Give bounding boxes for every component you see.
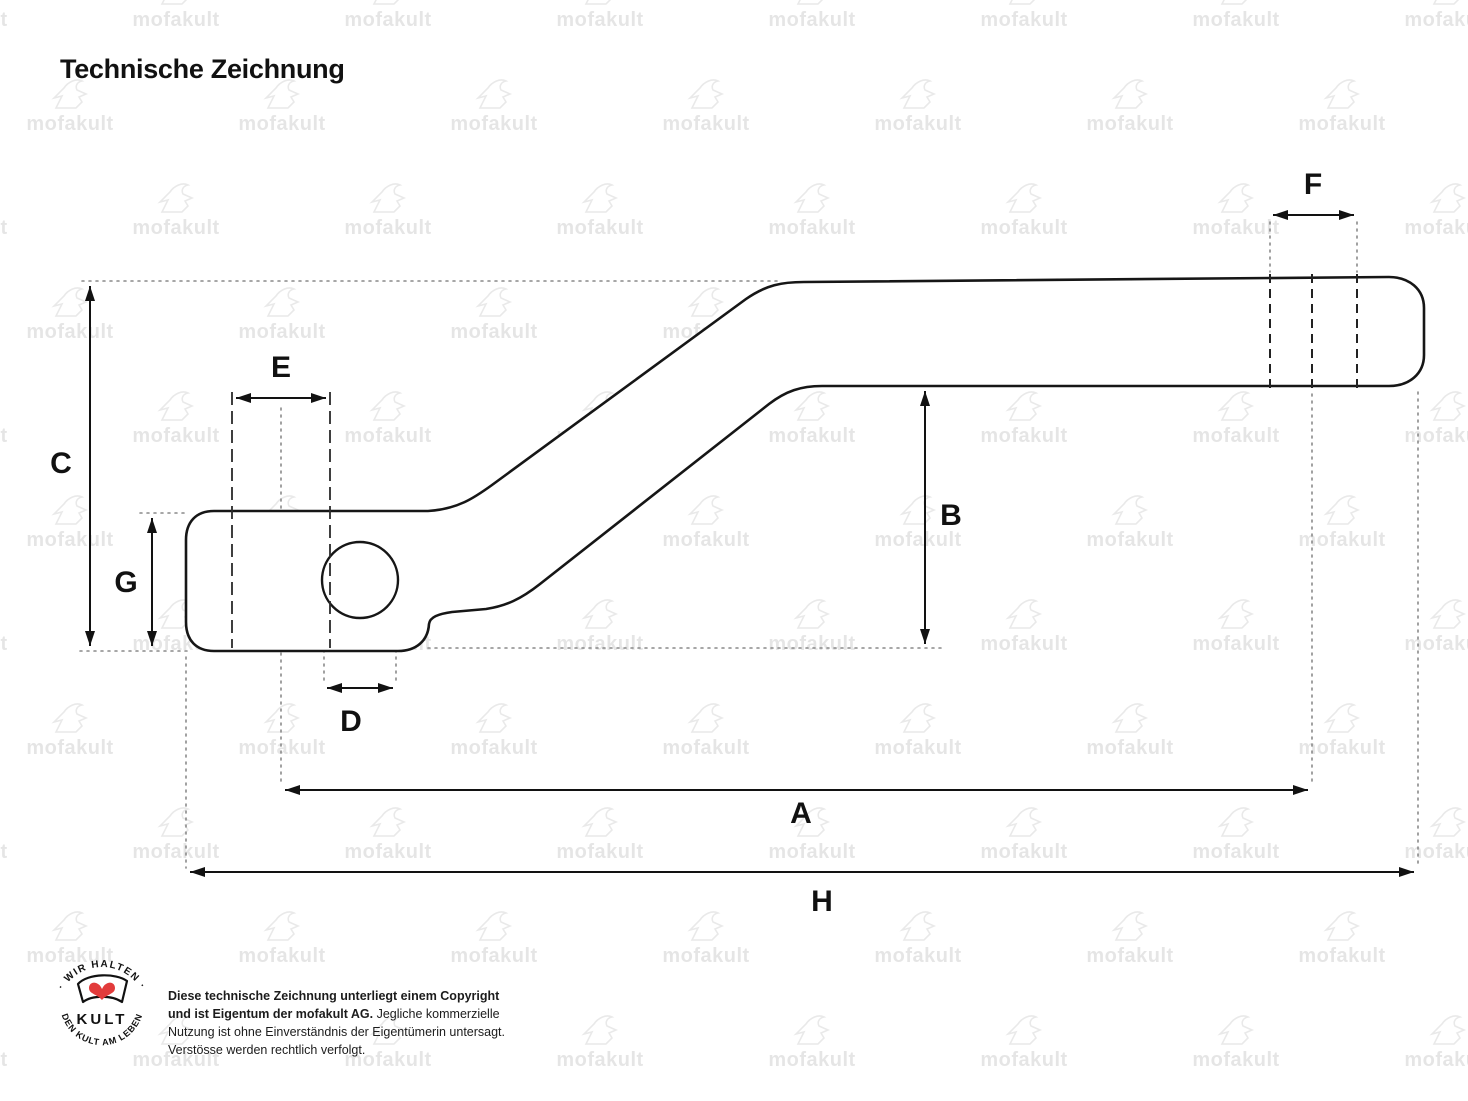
part-outline	[184, 275, 1426, 653]
dim-label-d: D	[340, 705, 362, 738]
page-title: Technische Zeichnung	[60, 54, 345, 84]
copyright-notice: Diese technische Zeichnung unterliegt ei…	[168, 987, 520, 1060]
dim-label-e: E	[271, 351, 291, 384]
dim-label-a: A	[790, 797, 812, 830]
dim-label-g: G	[114, 566, 137, 599]
clamp-bolt-hole	[320, 540, 400, 620]
logo-heart-icon	[89, 982, 115, 1000]
dim-label-c: C	[50, 447, 72, 480]
copyright-bold-text: Diese technische Zeichnung unterliegt ei…	[168, 988, 500, 1021]
dim-label-h: H	[811, 885, 833, 918]
dimension-labels: C G E D B F A H	[50, 168, 1322, 918]
copyright-normal-text: Jegliche kommerzielle Nutzung ist ohne E…	[168, 1006, 505, 1057]
dimension-lines	[85, 210, 1414, 877]
mofakult-kult-logo: · WIR HALTEN · KULT DEN KULT AM LEBEN	[56, 959, 147, 1048]
dim-label-f: F	[1304, 168, 1322, 201]
logo-kult-text: KULT	[77, 1011, 128, 1028]
dim-label-b: B	[940, 499, 962, 532]
logo-flag-icon	[76, 974, 129, 1004]
centerlines	[231, 274, 1358, 648]
